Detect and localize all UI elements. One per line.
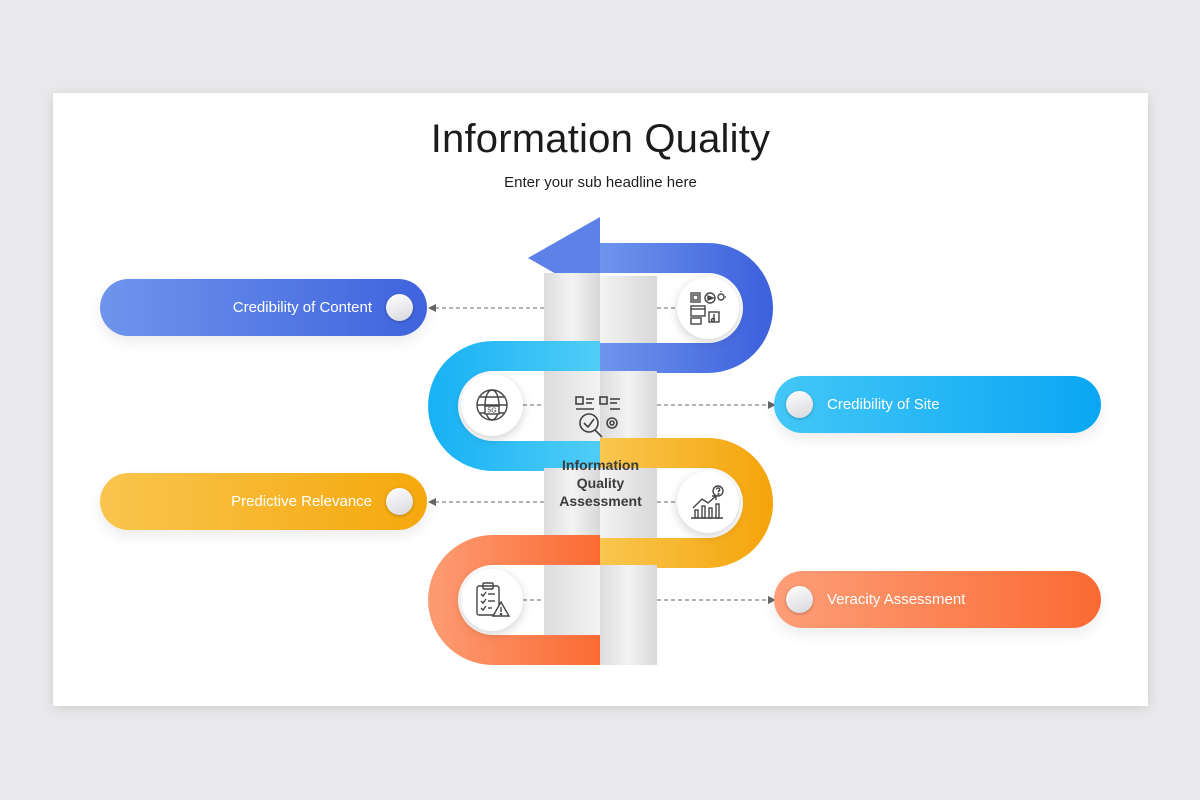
center-label-line: Quality <box>576 475 625 491</box>
pill-marker <box>786 586 813 613</box>
flow-diagram <box>428 217 776 665</box>
globe-5g-icon: 5G <box>461 374 523 436</box>
pill-label: Veracity Assessment <box>827 591 966 608</box>
pill-label: Credibility of Content <box>232 299 372 316</box>
pill-veracity-assessment: Veracity Assessment <box>774 571 1101 628</box>
column-overlay <box>544 468 600 535</box>
pill-marker <box>386 488 413 515</box>
center-label: Information Quality Assessment <box>544 456 657 510</box>
center-label-line: Information <box>562 457 639 473</box>
page-subtitle: Enter your sub headline here <box>504 174 697 191</box>
pill-label: Predictive Relevance <box>231 493 372 510</box>
page-title: Information Quality <box>430 117 771 161</box>
pill-label: Credibility of Site <box>827 396 940 413</box>
clipboard-warning-icon <box>461 569 523 631</box>
flow-segment-blue <box>600 243 773 373</box>
assessment-search-icon <box>572 393 628 441</box>
svg-text:5G: 5G <box>487 408 496 415</box>
pill-predictive-relevance: Predictive Relevance <box>100 473 427 530</box>
pill-credibility-of-content: Credibility of Content <box>100 279 427 336</box>
connector-arrowheads <box>428 304 776 604</box>
pill-marker <box>786 391 813 418</box>
slide: Information Quality Enter your sub headl… <box>53 93 1148 706</box>
pill-marker <box>386 294 413 321</box>
chart-question-icon <box>677 471 739 533</box>
center-label-line: Assessment <box>559 493 642 509</box>
flow-segment-cyan <box>428 341 600 471</box>
column-overlay <box>600 565 657 665</box>
column-overlay <box>544 273 600 341</box>
flow-segment-yellow <box>600 438 773 568</box>
pill-credibility-of-site: Credibility of Site <box>774 376 1101 433</box>
connectors <box>433 307 771 601</box>
media-content-icon <box>677 277 739 339</box>
flow-segment-orange <box>428 535 600 665</box>
